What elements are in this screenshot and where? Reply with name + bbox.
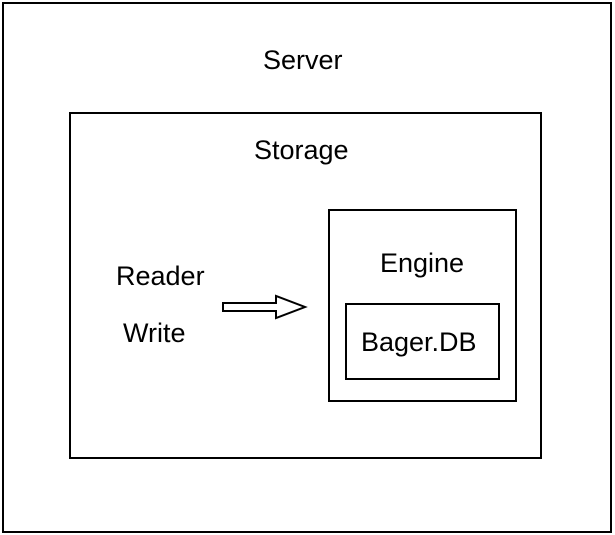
reader-label: Reader bbox=[116, 261, 205, 291]
database-label: Bager.DB bbox=[361, 327, 477, 357]
database-box bbox=[345, 303, 500, 380]
flow-arrow-shape bbox=[222, 294, 308, 320]
server-label: Server bbox=[263, 45, 343, 75]
storage-label: Storage bbox=[254, 135, 349, 165]
write-label: Write bbox=[123, 318, 186, 348]
flow-arrow-icon bbox=[222, 294, 308, 320]
engine-label: Engine bbox=[380, 248, 465, 278]
